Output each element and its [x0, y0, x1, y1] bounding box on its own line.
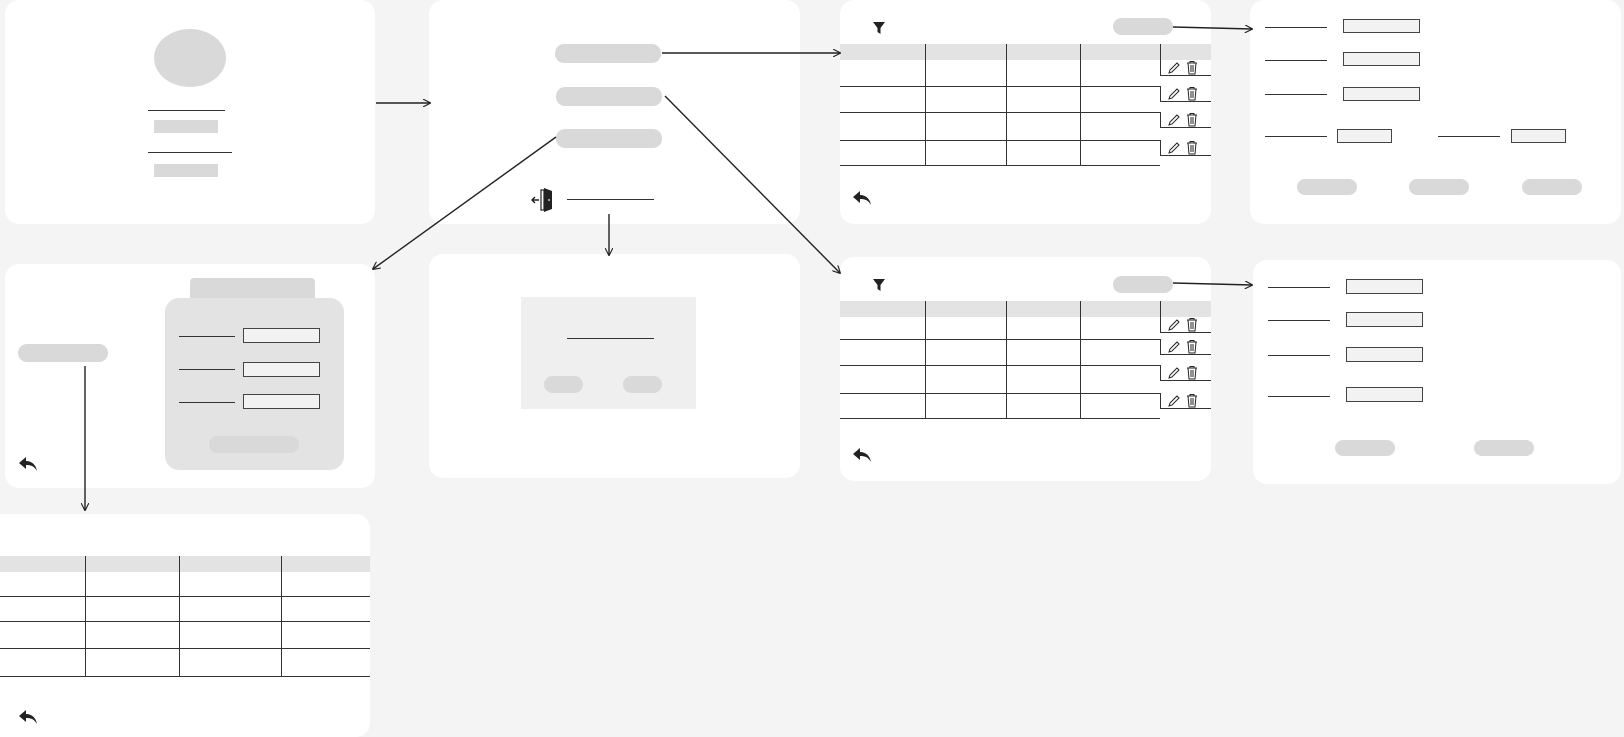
delete-trash-icon[interactable] [1185, 339, 1199, 354]
delete-trash-icon[interactable] [1185, 86, 1199, 101]
field-label-line [1268, 320, 1330, 321]
edit-pencil-icon[interactable] [1167, 113, 1181, 127]
table-row [0, 648, 370, 677]
field-label-line [179, 336, 235, 337]
field-label-line [1268, 355, 1330, 356]
username-input-placeholder[interactable] [154, 120, 218, 133]
form-field-3[interactable] [1343, 87, 1420, 101]
filter-icon[interactable] [872, 277, 886, 293]
form-field-4[interactable] [1346, 387, 1423, 402]
logout-label-line [567, 199, 654, 200]
back-arrow-icon[interactable] [852, 190, 872, 206]
delete-trash-icon[interactable] [1185, 317, 1199, 332]
login-screen-card [5, 0, 375, 224]
filter-icon[interactable] [872, 20, 886, 36]
table-row [840, 317, 1211, 340]
form-field-1[interactable] [1346, 279, 1423, 294]
table-row [840, 86, 1211, 113]
table-row [840, 112, 1211, 141]
form-button-1[interactable] [1297, 179, 1357, 195]
form-field-4[interactable] [1337, 129, 1392, 143]
edit-pencil-icon[interactable] [1167, 318, 1181, 332]
confirm-yes-button[interactable] [544, 376, 583, 393]
form-button-2[interactable] [1474, 440, 1534, 456]
confirm-no-button[interactable] [623, 376, 662, 393]
back-arrow-icon[interactable] [18, 709, 38, 725]
table-row [840, 365, 1211, 394]
form-button-2[interactable] [1409, 179, 1469, 195]
search-field-1[interactable] [243, 328, 320, 343]
field-label-line [1268, 287, 1330, 288]
edit-pencil-icon[interactable] [1167, 340, 1181, 354]
table-row [0, 596, 370, 622]
field-label-line [179, 369, 235, 370]
delete-trash-icon[interactable] [1185, 140, 1199, 155]
form-field-2[interactable] [1346, 312, 1423, 327]
search-screen-card [5, 264, 375, 488]
search-field-3[interactable] [243, 394, 320, 409]
form-button-1[interactable] [1335, 440, 1395, 456]
edit-form-a-card [1250, 0, 1621, 224]
form-field-2[interactable] [1343, 52, 1420, 66]
search-field-2[interactable] [243, 362, 320, 377]
list-b-table [840, 301, 1211, 419]
table-row [0, 621, 370, 649]
field-label-line [1265, 94, 1327, 95]
list-screen-a-card [840, 0, 1211, 224]
password-label-line [148, 152, 232, 153]
main-menu-card [429, 0, 800, 224]
field-label-line [1268, 396, 1330, 397]
form-field-1[interactable] [1343, 19, 1420, 33]
username-label-line [148, 110, 225, 111]
edit-form-b-card [1253, 260, 1621, 484]
confirm-message-line [567, 338, 654, 339]
back-arrow-icon[interactable] [852, 447, 872, 463]
delete-trash-icon[interactable] [1185, 393, 1199, 408]
edit-pencil-icon[interactable] [1167, 141, 1181, 155]
table-header-row [840, 44, 1211, 60]
password-input-placeholder[interactable] [154, 164, 218, 177]
logout-confirm-card [429, 254, 800, 478]
logout-door-icon[interactable] [530, 187, 554, 213]
delete-trash-icon[interactable] [1185, 365, 1199, 380]
edit-pencil-icon[interactable] [1167, 366, 1181, 380]
field-label-line [179, 402, 235, 403]
add-button-placeholder[interactable] [1113, 18, 1173, 35]
menu-item-3[interactable] [556, 129, 662, 148]
avatar-placeholder [154, 29, 226, 87]
back-arrow-icon[interactable] [18, 456, 38, 472]
confirm-dialog [521, 297, 696, 409]
table-row [840, 339, 1211, 366]
report-table-card [0, 514, 370, 737]
form-button-3[interactable] [1522, 179, 1582, 195]
list-a-table [840, 44, 1211, 166]
table-header-row [840, 301, 1211, 317]
form-field-3[interactable] [1346, 347, 1423, 362]
field-label-line [1265, 136, 1327, 137]
table-row [840, 140, 1211, 166]
menu-item-2[interactable] [556, 87, 662, 106]
edit-pencil-icon[interactable] [1167, 87, 1181, 101]
add-button-placeholder[interactable] [1113, 276, 1173, 293]
report-table [0, 556, 370, 677]
field-label-line [1265, 60, 1327, 61]
table-row [840, 60, 1211, 87]
menu-item-1[interactable] [555, 44, 661, 63]
table-row [840, 393, 1211, 419]
field-label-line [1265, 27, 1327, 28]
form-field-5[interactable] [1511, 129, 1566, 143]
edit-pencil-icon[interactable] [1167, 394, 1181, 408]
table-header-row [0, 556, 370, 572]
edit-pencil-icon[interactable] [1167, 61, 1181, 75]
table-row [0, 572, 370, 597]
list-screen-b-card [840, 257, 1211, 481]
delete-trash-icon[interactable] [1185, 60, 1199, 75]
field-label-line [1438, 136, 1500, 137]
delete-trash-icon[interactable] [1185, 112, 1199, 127]
search-submit-button[interactable] [209, 436, 299, 453]
search-option-pill[interactable] [18, 344, 108, 362]
